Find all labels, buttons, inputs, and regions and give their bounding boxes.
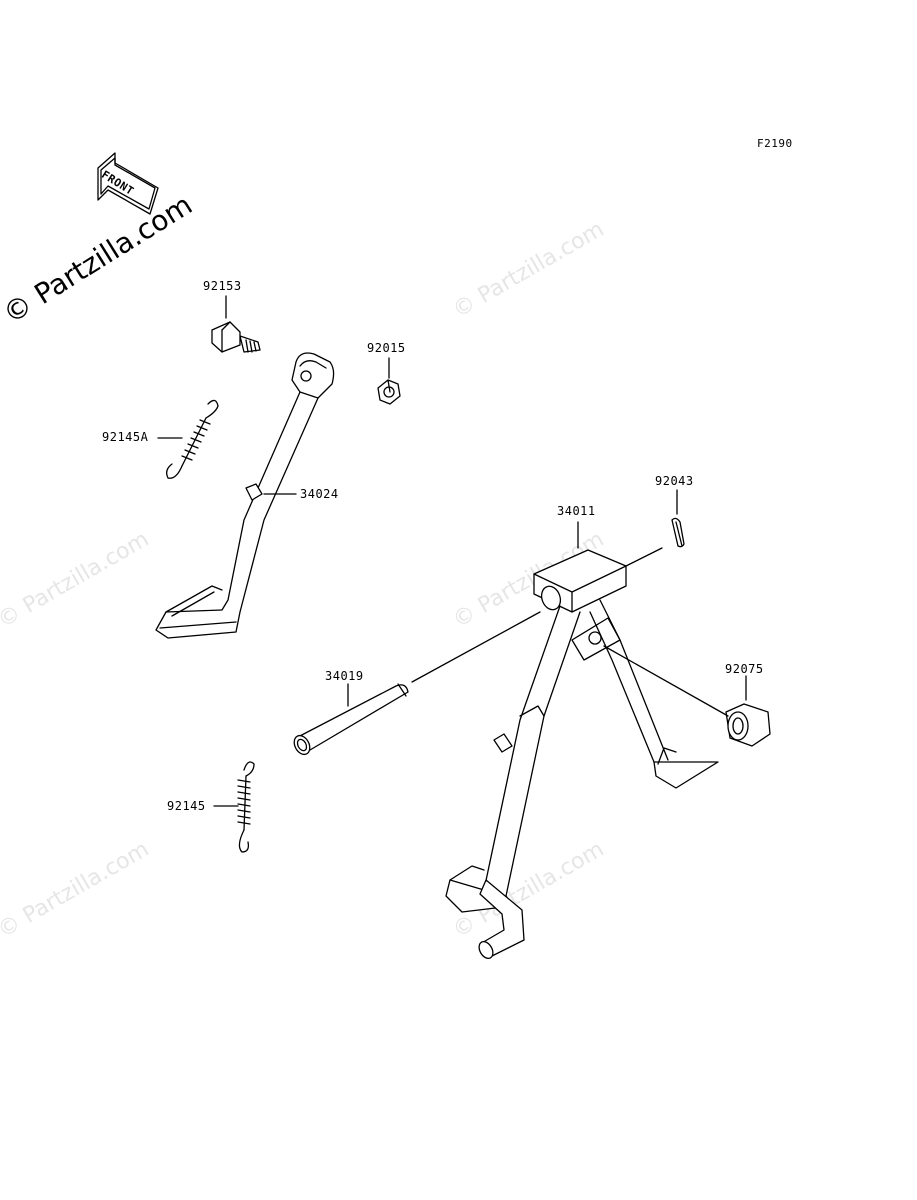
front-arrow-icon <box>97 152 159 215</box>
leader-axis-cotter <box>625 547 663 567</box>
part-label-92153[interactable]: 92153 <box>203 279 242 293</box>
part-label-34024[interactable]: 34024 <box>300 487 339 501</box>
cotter-pin-92043 <box>671 517 685 548</box>
part-label-92145A[interactable]: 92145A <box>102 430 149 444</box>
leader-axis-pin <box>411 611 541 683</box>
part-label-34011[interactable]: 34011 <box>557 504 596 518</box>
bolt-92153 <box>211 321 261 353</box>
part-label-92075[interactable]: 92075 <box>725 662 764 676</box>
figure-code: F2190 <box>757 137 793 150</box>
side-stand-34024 <box>155 352 335 639</box>
nut-92015 <box>377 379 401 405</box>
part-label-92145[interactable]: 92145 <box>167 799 206 813</box>
part-label-92043[interactable]: 92043 <box>655 474 694 488</box>
damper-92075 <box>725 703 771 747</box>
leader-axis-damper <box>603 645 729 717</box>
spring-92145 <box>237 761 255 853</box>
part-label-34019[interactable]: 34019 <box>325 669 364 683</box>
part-label-92015[interactable]: 92015 <box>367 341 406 355</box>
spring-92145A <box>166 399 219 479</box>
center-stand-34011 <box>445 549 719 960</box>
pin-34019 <box>293 683 409 756</box>
